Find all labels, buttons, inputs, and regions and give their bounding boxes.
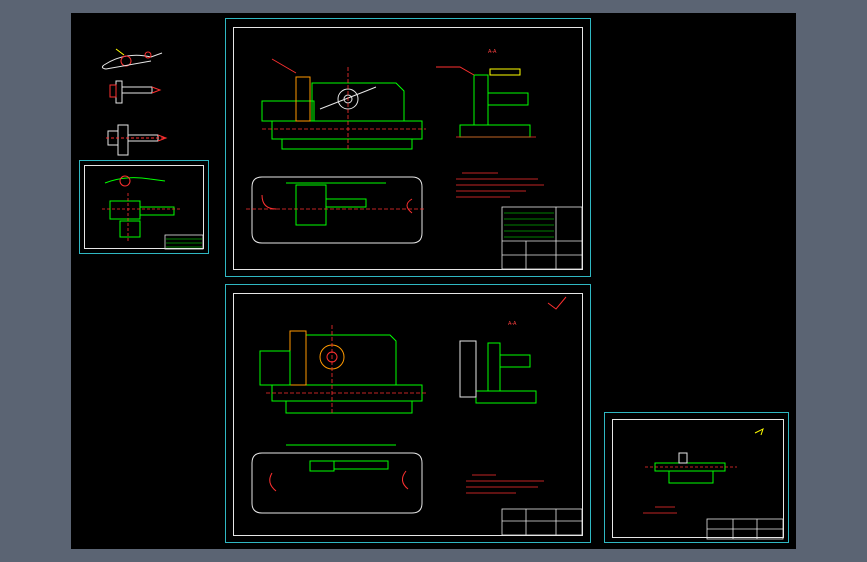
section-label-a: A-A (488, 49, 497, 55)
technical-notes (456, 172, 544, 198)
technical-notes-2 (466, 474, 544, 494)
plan-view (251, 176, 423, 244)
front-view (261, 76, 423, 150)
part-sketch-lever (101, 48, 168, 156)
title-block (501, 206, 583, 270)
sheet-main-bottom[interactable]: A-A (225, 284, 591, 543)
section-label-a-2: A-A (508, 321, 517, 327)
title-block-2 (501, 508, 583, 536)
sheet-small-left[interactable] (79, 160, 209, 254)
side-view-2 (459, 340, 537, 404)
drawing-canvas[interactable]: A-A (71, 13, 796, 549)
sheet-small-right[interactable] (604, 412, 789, 543)
sheet-main-top[interactable]: A-A (225, 18, 591, 277)
side-view (436, 66, 531, 138)
plan-view-2 (251, 444, 423, 514)
front-view-2 (259, 330, 423, 414)
